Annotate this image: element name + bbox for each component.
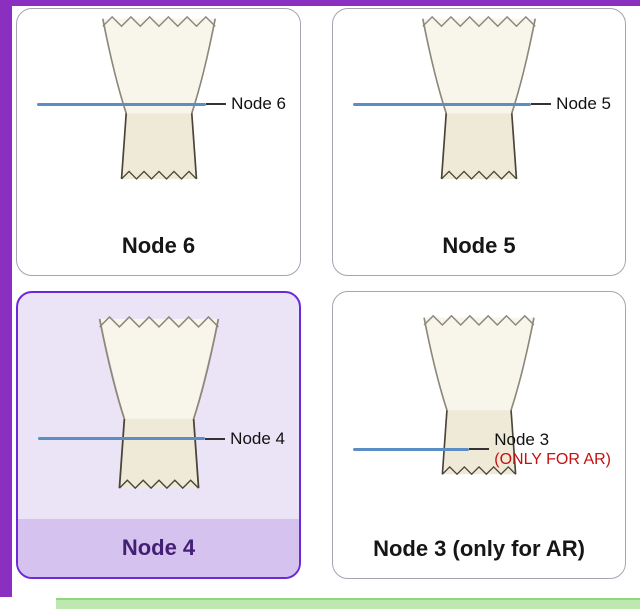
node-level-line xyxy=(37,102,207,106)
node6-annotation: Node 6 xyxy=(37,94,286,114)
bottom-status-bar xyxy=(56,598,640,609)
node-card-node3[interactable]: Node 3 (ONLY FOR AR) Node 3 (only for AR… xyxy=(332,291,626,579)
node3-caption: Node 3 (only for AR) xyxy=(373,536,585,561)
annotation-label-block: Node 3 (ONLY FOR AR) xyxy=(494,429,611,470)
node4-annotation: Node 4 xyxy=(38,429,285,449)
node4-image-area: Node 4 xyxy=(18,293,299,519)
annotation-leader-line xyxy=(531,103,552,106)
node6-image-area: Node 6 xyxy=(17,9,300,217)
node-card-grid: Node 6 Node 6 Node 5 Node 5 xyxy=(16,8,626,579)
node-card-node6[interactable]: Node 6 Node 6 xyxy=(16,8,301,276)
top-border-bar xyxy=(0,0,640,6)
annotation-label: Node 6 xyxy=(231,94,286,114)
node3-image-area: Node 3 (ONLY FOR AR) xyxy=(333,292,625,520)
annotation-label: Node 3 xyxy=(494,429,550,449)
node-card-node5[interactable]: Node 5 Node 5 xyxy=(332,8,626,276)
node-card-node4[interactable]: Node 4 Node 4 xyxy=(16,291,301,579)
node-level-line xyxy=(353,447,470,451)
node5-caption: Node 5 xyxy=(442,233,516,258)
node6-caption: Node 6 xyxy=(121,233,196,258)
node-level-line xyxy=(38,437,206,441)
annotation-leader-line xyxy=(206,103,227,106)
stent-image xyxy=(98,316,219,490)
node-level-line xyxy=(353,102,532,106)
annotation-warning-note: (ONLY FOR AR) xyxy=(494,451,611,469)
annotation-leader-line xyxy=(205,437,226,440)
node3-annotation: Node 3 (ONLY FOR AR) xyxy=(353,429,611,470)
node5-annotation: Node 5 xyxy=(353,94,611,114)
node5-image-area: Node 5 xyxy=(333,9,625,217)
annotation-label: Node 5 xyxy=(556,94,611,114)
node4-caption: Node 4 xyxy=(18,519,299,577)
annotation-label: Node 4 xyxy=(230,428,285,448)
annotation-leader-line xyxy=(469,448,490,451)
left-border-bar xyxy=(0,0,12,597)
